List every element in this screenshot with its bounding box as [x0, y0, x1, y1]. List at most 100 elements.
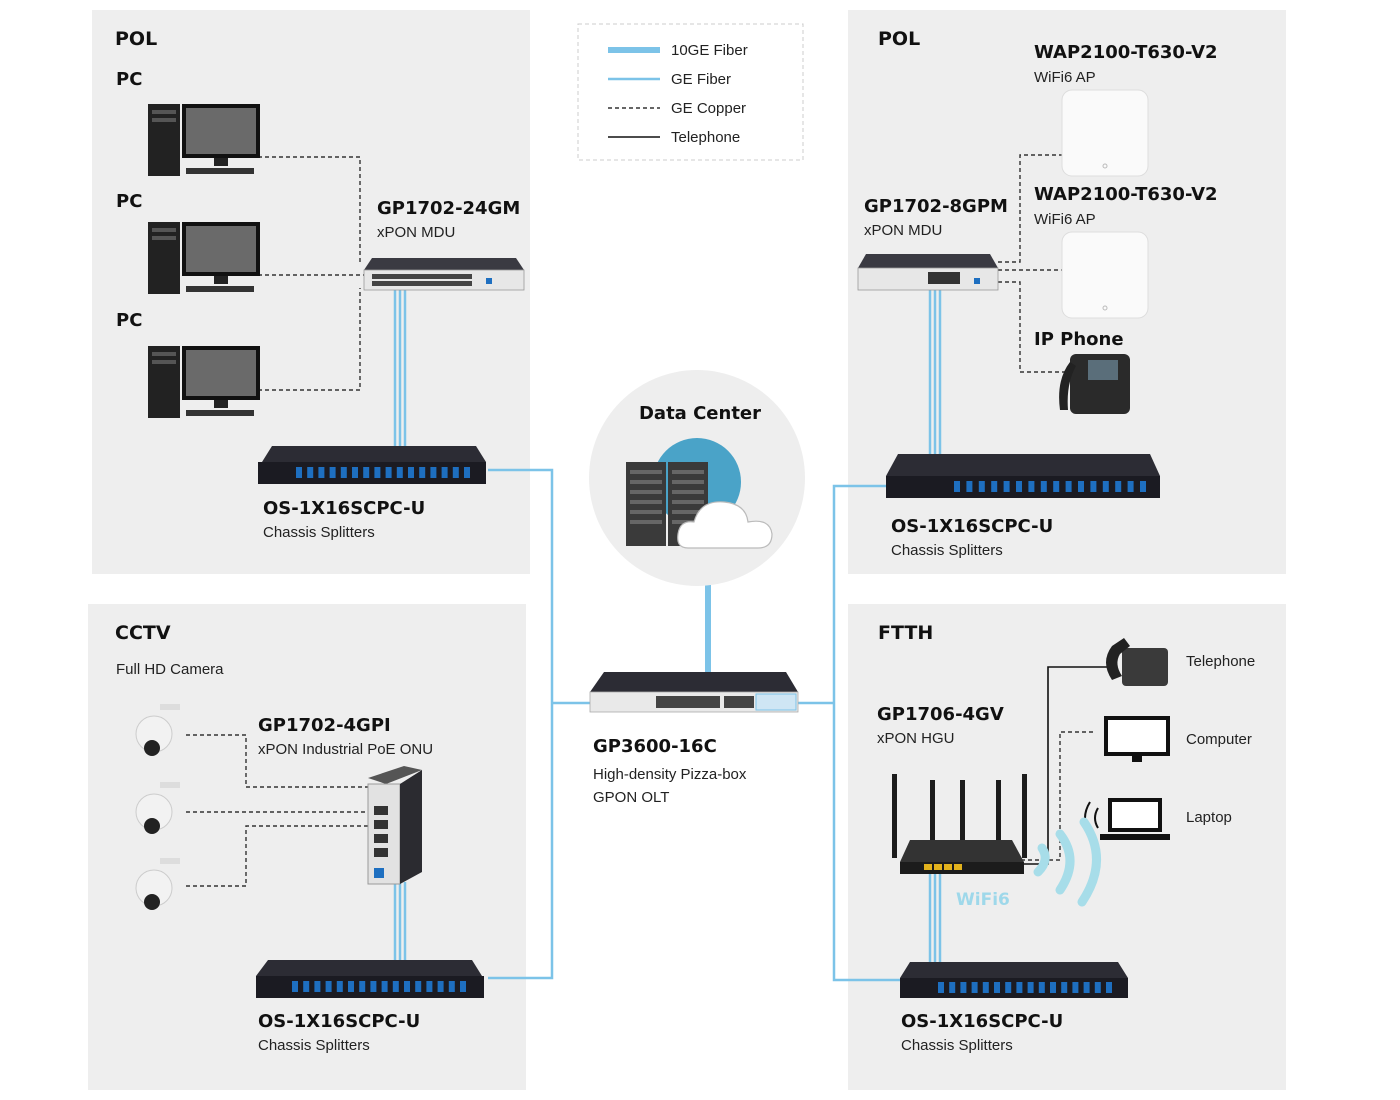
- splitter-port: [325, 981, 332, 992]
- link-mdu24-splitter: [393, 288, 407, 448]
- splitter-port: [348, 981, 354, 992]
- link-pc1: [258, 156, 361, 262]
- splitter-pol-right-name: OS-1X16SCPC-U: [891, 516, 1053, 537]
- splitter-port: [982, 982, 989, 993]
- splitter-port: [949, 982, 956, 993]
- splitter-port: [1050, 982, 1056, 993]
- splitter-port: [1016, 982, 1023, 993]
- hgu-router-device: [892, 774, 1027, 874]
- client-label-telephone: Telephone: [1186, 653, 1255, 670]
- splitter-port: [396, 467, 403, 478]
- client-label-laptop: Laptop: [1186, 809, 1232, 826]
- splitter-port: [1115, 481, 1122, 492]
- ap1-name: WAP2100-T630-V2: [1034, 42, 1218, 63]
- splitter-port: [303, 981, 310, 992]
- splitter-port: [971, 982, 978, 993]
- mdu-8gpm-desc: xPON MDU: [864, 222, 942, 239]
- splitter-ftth-name: OS-1X16SCPC-U: [901, 1011, 1063, 1032]
- splitter-ports: [292, 467, 1146, 993]
- link-olt-right-feeders: [832, 484, 900, 982]
- splitter-port: [1140, 481, 1146, 492]
- splitter-port: [415, 981, 422, 992]
- splitter-port: [408, 467, 414, 478]
- mdu-24gm-device: [363, 258, 525, 291]
- ip-phone-device: [1059, 354, 1130, 414]
- splitter-port: [404, 981, 410, 992]
- splitter-port: [994, 982, 1000, 993]
- mdu-24gm-desc: xPON MDU: [377, 224, 455, 241]
- splitter-port: [1005, 982, 1012, 993]
- splitter-port: [938, 982, 944, 993]
- link-cam1: [186, 734, 368, 788]
- computer-device: [1104, 716, 1170, 762]
- ip-phone-label: IP Phone: [1034, 329, 1124, 350]
- data-center: [589, 370, 805, 586]
- splitter-port: [464, 467, 470, 478]
- zone-title-pol-left: POL: [115, 28, 157, 50]
- pc-tower-icon: [148, 346, 180, 418]
- telephone-device: [1106, 638, 1168, 686]
- ap2-desc: WiFi6 AP: [1034, 211, 1096, 228]
- olt-name: GP3600-16C: [593, 736, 717, 757]
- access-point-icon: [1061, 89, 1149, 177]
- splitter-port: [1106, 982, 1112, 993]
- splitter-port: [363, 467, 370, 478]
- splitter-port: [296, 467, 302, 478]
- wifi6-ap-1: [1061, 89, 1149, 177]
- splitter-port: [1040, 481, 1047, 492]
- pc-3: [148, 346, 260, 418]
- splitter-port: [426, 981, 433, 992]
- splitter-port: [448, 981, 455, 992]
- splitter-port: [978, 481, 985, 492]
- zone-title-cctv: CCTV: [115, 622, 171, 644]
- wifi-signal-arcs: [1033, 817, 1101, 907]
- splitter-port: [452, 467, 459, 478]
- laptop-device: [1084, 798, 1170, 840]
- legend: 10GE Fiber GE Fiber GE Copper Telephone: [577, 23, 804, 161]
- wifi6-label: WiFi6: [956, 890, 1010, 910]
- olt-device: [589, 672, 799, 713]
- splitter-port: [1003, 481, 1010, 492]
- pc-1: [148, 104, 260, 176]
- camera-2: [135, 782, 180, 834]
- client-label-computer: Computer: [1186, 731, 1252, 748]
- wifi6-ap-2: [1061, 231, 1149, 319]
- splitter-port: [954, 481, 960, 492]
- splitter-port: [1065, 481, 1072, 492]
- data-center-title: Data Center: [639, 403, 761, 424]
- cloud-icon: [677, 501, 773, 549]
- splitter-port: [352, 467, 358, 478]
- mdu-24gm-name: GP1702-24GM: [377, 198, 520, 219]
- splitter-port: [966, 481, 973, 492]
- splitter-port: [1083, 982, 1090, 993]
- pc-tower-icon: [148, 222, 180, 294]
- pc-tower-icon: [148, 104, 180, 176]
- splitter-pol-left-name: OS-1X16SCPC-U: [263, 498, 425, 519]
- splitter-port: [460, 981, 466, 992]
- splitter-port: [1038, 982, 1045, 993]
- splitter-port: [1027, 982, 1034, 993]
- onu-4gpi-device: [367, 766, 422, 885]
- link-olt-left-feeders: [488, 468, 554, 980]
- splitter-cctv-device: [256, 960, 484, 998]
- splitter-port: [1061, 982, 1068, 993]
- splitter-port: [385, 467, 392, 478]
- panel-cctv: [88, 604, 526, 1090]
- splitter-port: [960, 982, 967, 993]
- splitter-cctv-name: OS-1X16SCPC-U: [258, 1011, 420, 1032]
- splitter-port: [437, 981, 444, 992]
- splitter-port: [340, 467, 347, 478]
- link-mdu8-splitter: [928, 290, 942, 454]
- splitter-pol-left-desc: Chassis Splitters: [263, 524, 375, 541]
- splitter-port: [359, 981, 366, 992]
- ap2-name: WAP2100-T630-V2: [1034, 184, 1218, 205]
- link-computer: [1014, 731, 1096, 861]
- mdu-8gpm-name: GP1702-8GPM: [864, 196, 1008, 217]
- link-cam3: [186, 825, 368, 887]
- pc-label-2: PC: [116, 191, 142, 212]
- splitter-pol-right-desc: Chassis Splitters: [891, 542, 1003, 559]
- splitter-port: [991, 481, 998, 492]
- legend-label-10ge: 10GE Fiber: [671, 42, 748, 59]
- splitter-port: [381, 981, 388, 992]
- splitter-port: [314, 981, 321, 992]
